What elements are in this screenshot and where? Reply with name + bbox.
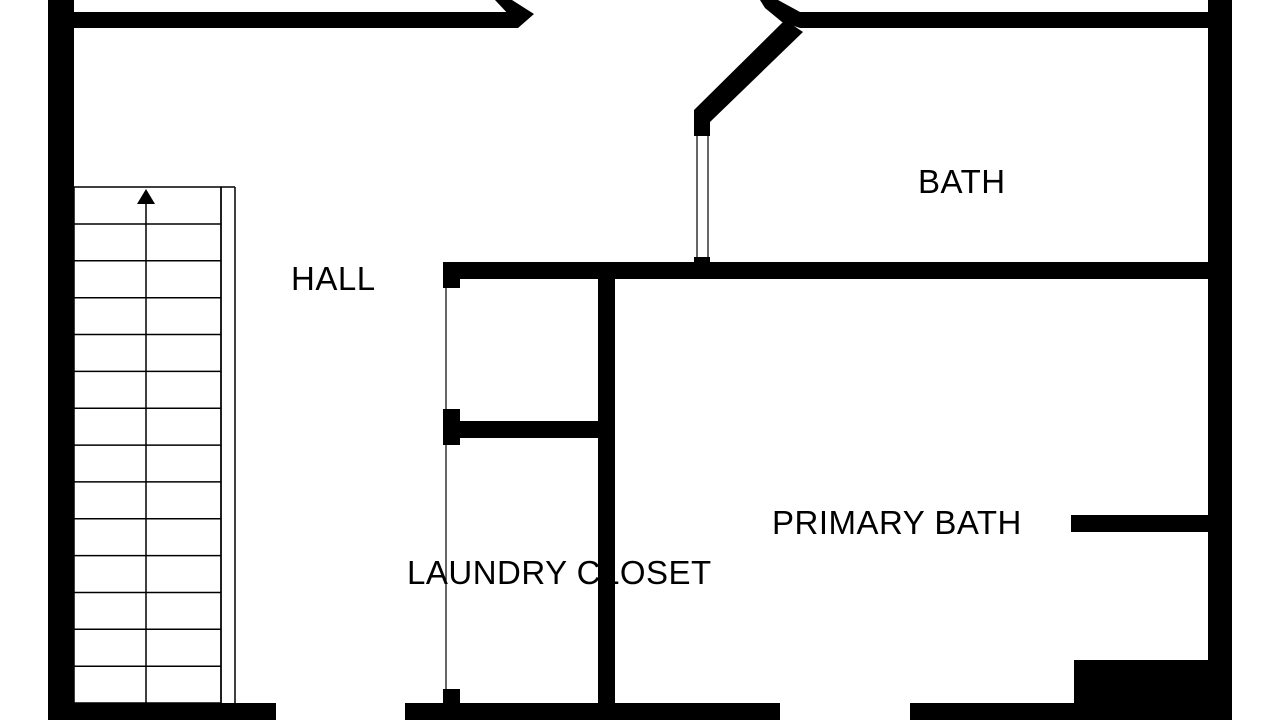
stair-up-arrow-icon — [137, 189, 155, 204]
laundry-shelf-wall — [460, 421, 612, 438]
left-exterior-wall — [48, 0, 74, 720]
top-walls — [74, 0, 1208, 271]
room-labels: HALL BATH PRIMARY BATH LAUNDRY CLOSET — [291, 163, 1022, 591]
laundry-left-wall-mid — [443, 409, 460, 445]
top-wall-right — [800, 12, 1208, 28]
room-label-primary-bath: PRIMARY BATH — [772, 504, 1022, 541]
bath-left-wall-upper — [694, 110, 710, 136]
bath-bottom-wall — [443, 262, 1208, 279]
primary-bath-partition — [1071, 515, 1208, 532]
laundry-left-wall-bottom — [443, 689, 460, 720]
room-label-laundry-closet: LAUNDRY CLOSET — [407, 554, 712, 591]
room-label-bath: BATH — [918, 163, 1006, 200]
right-exterior-wall — [1208, 0, 1232, 720]
top-wall-left-angle — [495, 0, 534, 28]
top-wall-left — [74, 12, 518, 28]
staircase — [73, 186, 236, 704]
bottom-exterior-wall-middle — [405, 703, 780, 720]
bath-angled-wall — [694, 20, 803, 136]
primary-bath-corner-block — [1074, 660, 1208, 703]
stair-treads — [74, 223, 221, 667]
primary-bath-left-wall — [598, 279, 615, 720]
bottom-exterior-wall-left — [48, 703, 276, 720]
top-exterior-stub-left — [48, 0, 74, 12]
interior-walls — [443, 262, 1208, 720]
room-label-hall: HALL — [291, 260, 376, 297]
laundry-left-wall-top — [443, 262, 460, 288]
top-wall-right-angle — [760, 0, 800, 28]
exterior-walls — [48, 0, 1232, 720]
bottom-exterior-wall-right — [910, 703, 1232, 720]
